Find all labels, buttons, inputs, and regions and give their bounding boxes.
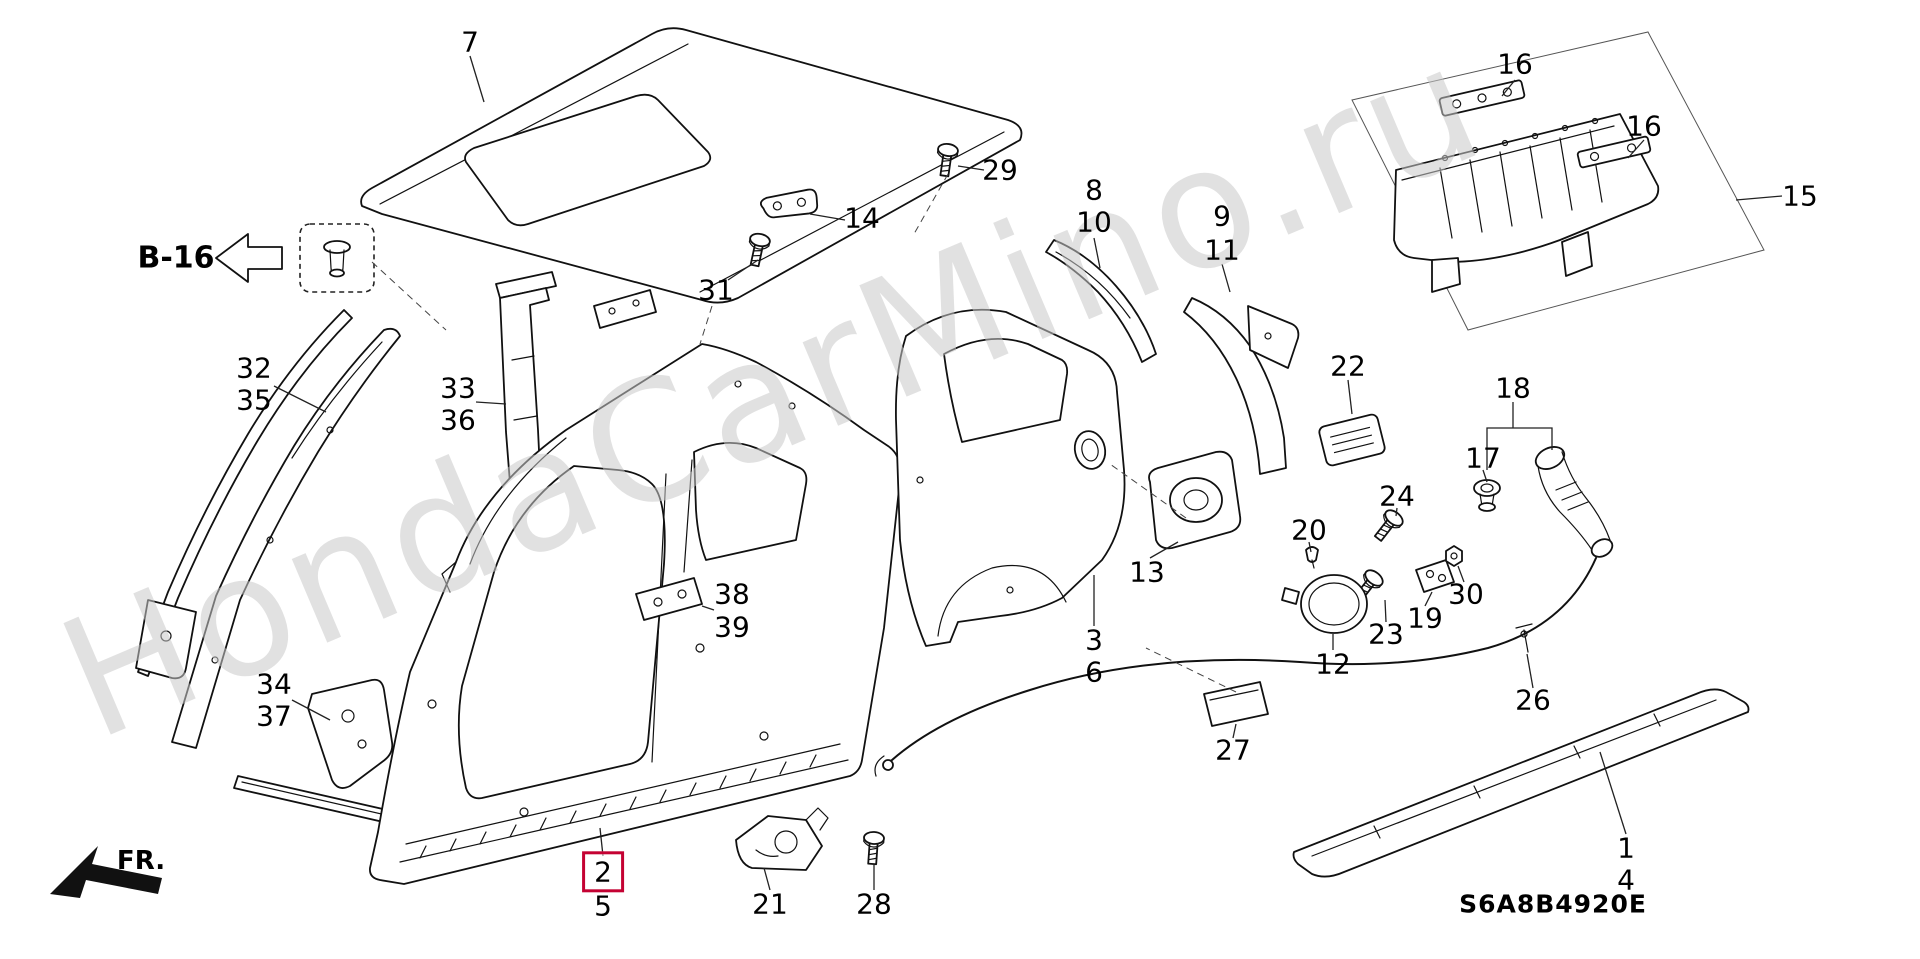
part-callout-29[interactable]: 29 xyxy=(982,153,1018,187)
part-callout-11[interactable]: 11 xyxy=(1204,233,1240,267)
part-callout-3[interactable]: 3 xyxy=(1085,623,1103,657)
dashed-reference-lines xyxy=(371,173,1237,693)
fr-direction-label: FR. xyxy=(116,846,166,876)
side-panel-outer-2-5-drawing xyxy=(369,343,902,885)
grommet-17-drawing xyxy=(1473,479,1501,512)
part-callout-21[interactable]: 21 xyxy=(752,887,788,921)
part-callout-23[interactable]: 23 xyxy=(1368,617,1404,651)
part-callout-6[interactable]: 6 xyxy=(1085,655,1103,689)
sill-garnish-1-4-drawing xyxy=(1292,688,1750,878)
bracket-38-39-drawing xyxy=(593,289,703,621)
part-callout-31[interactable]: 31 xyxy=(698,273,734,307)
detail-ref-label: B-16 xyxy=(137,240,215,276)
fuel-lid-12-drawing xyxy=(1281,574,1368,634)
part-callout-2[interactable]: 2 xyxy=(582,851,624,893)
part-callout-24[interactable]: 24 xyxy=(1379,479,1415,513)
part-callout-36[interactable]: 36 xyxy=(440,403,476,437)
fr-direction-arrow-icon xyxy=(50,846,162,898)
part-callout-16-left[interactable]: 16 xyxy=(1497,47,1533,81)
clip-14 xyxy=(759,188,819,219)
part-callout-33[interactable]: 33 xyxy=(440,371,476,405)
stiffener-9-11-drawing xyxy=(1183,297,1300,475)
front-pillar-lower-34-37-drawing xyxy=(233,678,397,825)
part-callout-18[interactable]: 18 xyxy=(1495,371,1531,405)
bracket-19-drawing xyxy=(1415,559,1455,593)
part-callout-30[interactable]: 30 xyxy=(1448,577,1484,611)
part-callout-35[interactable]: 35 xyxy=(236,383,272,417)
part-callout-37[interactable]: 37 xyxy=(256,699,292,733)
part-callout-17[interactable]: 17 xyxy=(1465,441,1501,475)
vent-outlet-22-drawing xyxy=(1318,413,1386,467)
part-callout-20[interactable]: 20 xyxy=(1291,513,1327,547)
part-callout-27[interactable]: 27 xyxy=(1215,733,1251,767)
part-callout-5[interactable]: 5 xyxy=(594,889,612,923)
part-callout-7[interactable]: 7 xyxy=(461,25,479,59)
part-callout-22[interactable]: 22 xyxy=(1330,349,1366,383)
part-callout-15[interactable]: 15 xyxy=(1782,179,1818,213)
part-callout-32[interactable]: 32 xyxy=(236,351,272,385)
clip-26-drawing xyxy=(1515,623,1533,653)
b16-reference-arrow-icon xyxy=(215,223,375,293)
part-callout-38[interactable]: 38 xyxy=(714,577,750,611)
part-callout-39[interactable]: 39 xyxy=(714,610,750,644)
roof-panel-drawing xyxy=(360,27,1023,304)
part-callout-16-right[interactable]: 16 xyxy=(1626,109,1662,143)
front-pillar-stiffener-32-35-drawing xyxy=(135,309,401,749)
opener-cable-drawing xyxy=(874,557,1597,777)
part-callout-13[interactable]: 13 xyxy=(1129,555,1165,589)
part-callout-14[interactable]: 14 xyxy=(844,201,880,235)
part-callout-34[interactable]: 34 xyxy=(256,667,292,701)
latch-bracket-21-drawing xyxy=(735,807,829,871)
part-callout-28[interactable]: 28 xyxy=(856,887,892,921)
stiffener-8-10-drawing xyxy=(1045,239,1157,363)
protector-27-drawing xyxy=(1203,681,1269,727)
fuel-recess-13-drawing xyxy=(1148,450,1242,550)
part-callout-9[interactable]: 9 xyxy=(1213,199,1231,233)
quarter-panel-3-6-drawing xyxy=(895,308,1126,647)
part-callout-10[interactable]: 10 xyxy=(1076,205,1112,239)
part-callout-26[interactable]: 26 xyxy=(1515,683,1551,717)
part-callout-12[interactable]: 12 xyxy=(1315,647,1351,681)
part-callout-8[interactable]: 8 xyxy=(1085,173,1103,207)
fuel-pipe-18-drawing xyxy=(1534,446,1614,558)
nut-30-drawing xyxy=(1445,545,1463,567)
diagram-code: S6A8B4920E xyxy=(1459,889,1647,919)
part-callout-4[interactable]: 4 xyxy=(1617,863,1635,897)
part-callout-1[interactable]: 1 xyxy=(1617,831,1635,865)
rear-panel-assembly-15-drawing xyxy=(1351,31,1765,331)
part-callout-19[interactable]: 19 xyxy=(1407,601,1443,635)
